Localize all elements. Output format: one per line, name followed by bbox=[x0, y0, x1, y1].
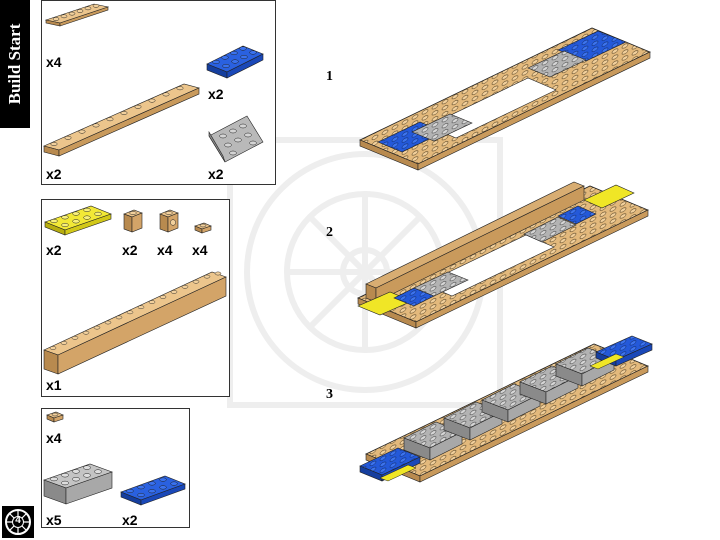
gray-brick-2x4 bbox=[43, 463, 113, 505]
tan-brick-1x1-side-stud bbox=[159, 209, 179, 233]
qty-label: x2 bbox=[46, 242, 62, 258]
tan-plate-1x6 bbox=[44, 3, 110, 27]
tan-plate-1x1-small bbox=[46, 411, 64, 423]
page-number: 4 bbox=[15, 515, 21, 526]
qty-label: x5 bbox=[46, 512, 62, 528]
section-tab: Build Start bbox=[0, 0, 30, 128]
tan-brick-1x1 bbox=[123, 209, 143, 233]
qty-label: x2 bbox=[46, 166, 62, 182]
page-badge: 4 bbox=[2, 506, 34, 538]
qty-label: x4 bbox=[157, 242, 173, 258]
qty-label: x2 bbox=[208, 166, 224, 182]
blue-plate-2x4 bbox=[206, 45, 264, 79]
step-number: 3 bbox=[326, 387, 333, 402]
tan-brick-1x16 bbox=[43, 271, 227, 375]
qty-label: x2 bbox=[122, 512, 138, 528]
step-number: 2 bbox=[326, 225, 333, 240]
qty-label: x1 bbox=[46, 377, 62, 393]
qty-label: x4 bbox=[46, 54, 62, 70]
blue-plate-2x4-b bbox=[120, 475, 186, 506]
step-1-assembly bbox=[359, 27, 651, 171]
parts-list-3 bbox=[41, 408, 190, 528]
step-3-assembly bbox=[359, 335, 653, 483]
tan-plate-1x10 bbox=[43, 83, 200, 157]
qty-label: x4 bbox=[192, 242, 208, 258]
wheel-logo-icon bbox=[5, 509, 31, 535]
gray-plate-2x4-angled bbox=[208, 115, 264, 163]
section-title: Build Start bbox=[5, 23, 24, 105]
step-number: 1 bbox=[326, 69, 333, 84]
qty-label: x4 bbox=[46, 430, 62, 446]
qty-label: x2 bbox=[122, 242, 138, 258]
tan-plate-1x1 bbox=[194, 222, 212, 234]
yellow-plate-2x4 bbox=[44, 205, 112, 236]
step-2-assembly bbox=[357, 181, 649, 329]
qty-label: x2 bbox=[208, 86, 224, 102]
